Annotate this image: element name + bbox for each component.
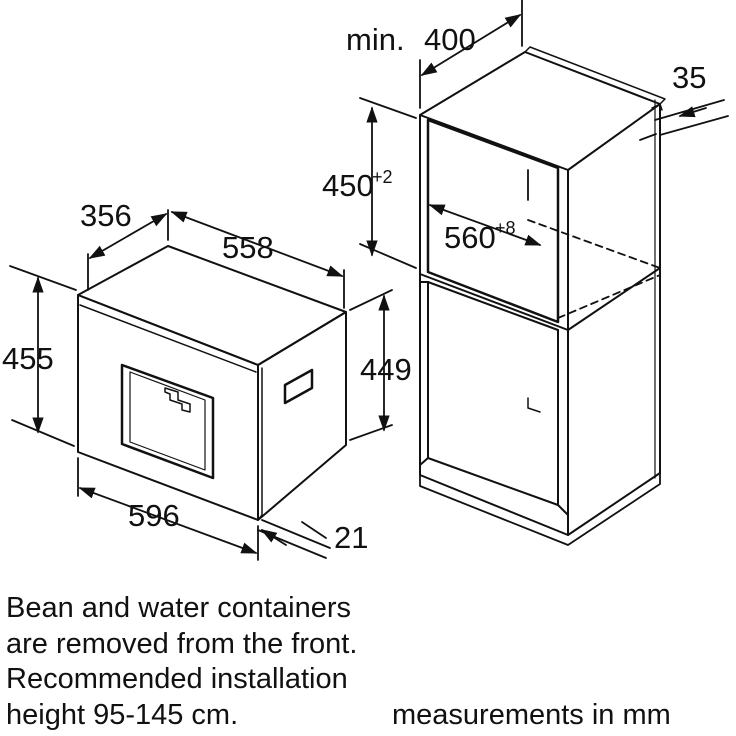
hidden-shelf-edge: [527, 219, 661, 269]
label-front-panel-depth: 21: [334, 520, 368, 555]
label-niche-width: 560: [444, 220, 496, 255]
note-line-3: Recommended installation: [6, 663, 348, 695]
label-appliance-width-top: 558: [222, 230, 274, 265]
coffee-machine: [77, 245, 347, 521]
label-niche-height: 450: [322, 168, 374, 203]
label-side-wall: 35: [672, 60, 706, 95]
niche-shelf: [419, 267, 661, 331]
side-handle: [283, 368, 314, 405]
label-appliance-height-left: 455: [2, 341, 54, 376]
appliance-front-face: [77, 294, 259, 521]
note-line-4: height 95-145 cm.: [6, 698, 239, 731]
label-niche-height-tolerance: +2: [372, 167, 393, 187]
installation-niche: [419, 46, 666, 546]
note-line-2: are removed from the front.: [6, 627, 358, 660]
installation-notes: Bean and water containers are removed fr…: [6, 591, 357, 733]
cabinet-outer: [419, 51, 661, 536]
label-niche-width-tolerance: +8: [495, 218, 516, 238]
niche-dimensions: [359, 0, 729, 269]
label-appliance-height-right: 449: [360, 352, 412, 387]
coffee-outlet: [164, 387, 191, 413]
appliance-side-face: [257, 311, 347, 521]
label-appliance-width-bottom: 596: [128, 498, 180, 533]
appliance-dimensions: [9, 209, 393, 561]
label-niche-min-prefix: min.: [346, 22, 405, 57]
label-niche-min-depth: 400: [424, 22, 476, 57]
note-line-1: Bean and water containers: [6, 592, 351, 624]
label-appliance-depth: 356: [80, 198, 132, 233]
dispensing-niche: [120, 363, 215, 480]
units-note: measurements in mm: [392, 699, 671, 731]
